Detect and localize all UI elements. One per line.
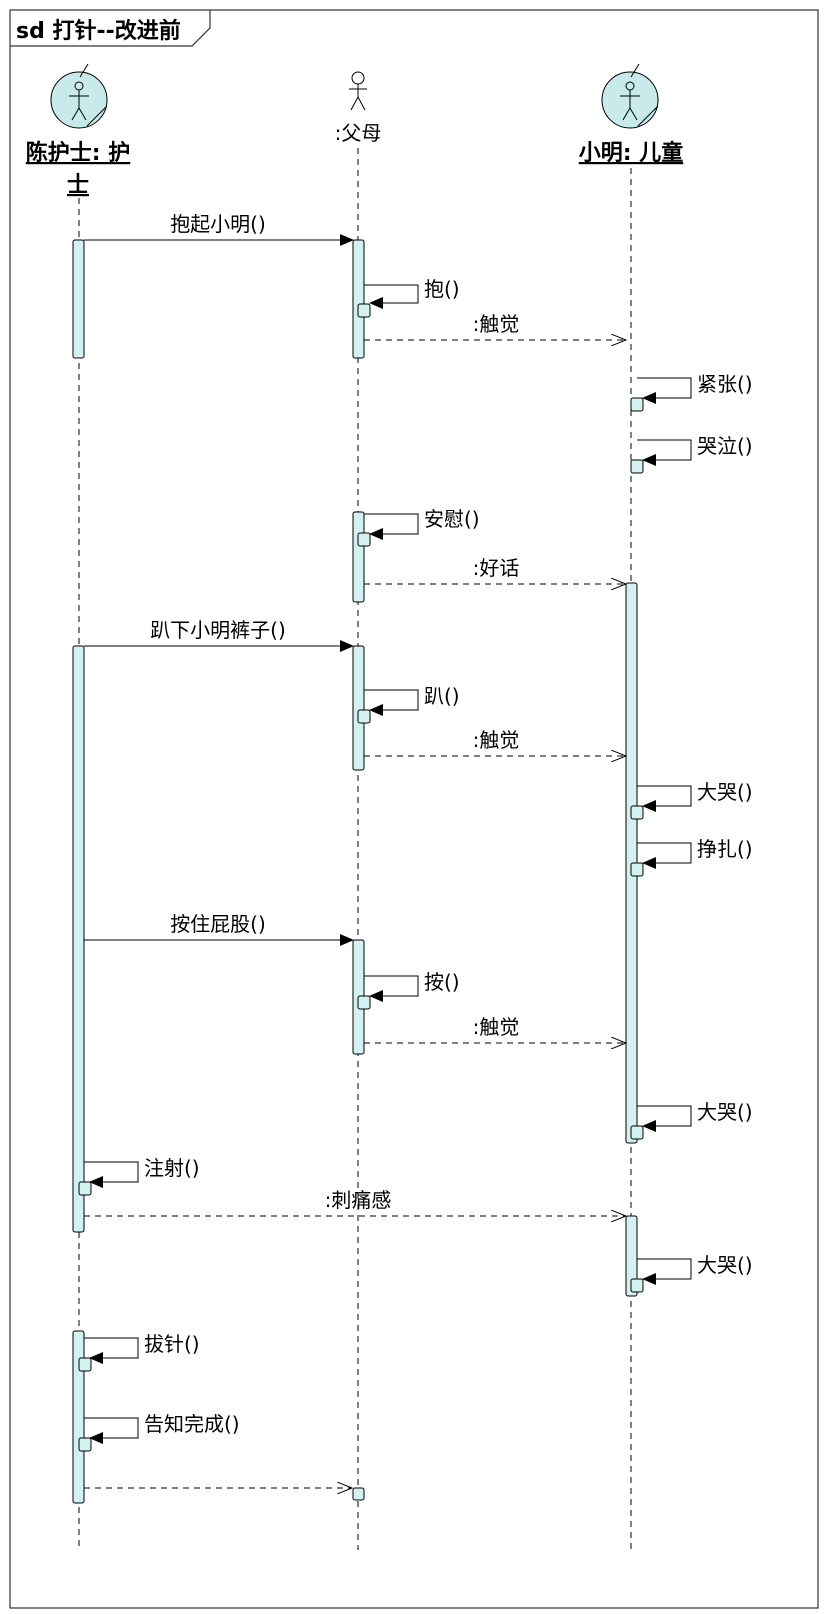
message-self: 告知完成() bbox=[78, 1412, 240, 1452]
message-async: :好话 bbox=[364, 556, 626, 584]
message-label: 大哭() bbox=[697, 1253, 753, 1277]
message-self: 注射() bbox=[78, 1156, 200, 1196]
activation-nurse-2 bbox=[72, 645, 85, 1233]
message-label: 按住屁股() bbox=[170, 912, 266, 936]
message-self: 大哭() bbox=[630, 780, 753, 820]
lifeline-label-nurse-line1: 陈护士: 护 bbox=[26, 140, 130, 166]
frame-border bbox=[9, 9, 819, 1609]
frame-title-tab bbox=[10, 10, 211, 47]
message-sync: 趴下小明裤子() bbox=[84, 618, 354, 652]
message-self: 哭泣() bbox=[630, 434, 753, 474]
activation-child-2 bbox=[625, 1215, 638, 1297]
messages: 抱起小明() 抱() :触觉 紧张() 哭泣() 安慰() bbox=[78, 212, 753, 1501]
business-worker-icon bbox=[601, 63, 659, 129]
message-self: 挣扎() bbox=[630, 837, 753, 877]
message-async: :刺痛感 bbox=[84, 1188, 626, 1216]
message-label: 抱起小明() bbox=[170, 212, 266, 236]
activation-parent-5 bbox=[352, 1487, 365, 1501]
activation-parent-2 bbox=[352, 511, 365, 603]
lifeline-label-child: 小明: 儿童 bbox=[579, 140, 683, 166]
message-async bbox=[84, 1487, 365, 1501]
message-label: :触觉 bbox=[473, 728, 520, 752]
message-label: 安慰() bbox=[424, 507, 480, 531]
activation-nurse-3 bbox=[72, 1330, 85, 1504]
message-label: 按() bbox=[424, 970, 460, 994]
message-self: 大哭() bbox=[630, 1100, 753, 1140]
message-label: 大哭() bbox=[697, 1100, 753, 1124]
lifeline-label-nurse-line2: 士 bbox=[67, 173, 89, 198]
lifeline-head-child: 小明: 儿童 bbox=[579, 63, 683, 166]
message-label: 抱() bbox=[424, 277, 460, 301]
message-label: 挣扎() bbox=[697, 837, 753, 861]
message-async: :触觉 bbox=[364, 312, 626, 340]
message-async: :触觉 bbox=[364, 728, 626, 756]
message-label: 哭泣() bbox=[697, 434, 753, 458]
message-label: :刺痛感 bbox=[325, 1188, 392, 1212]
lifeline-label-parent: :父母 bbox=[335, 121, 382, 145]
lifeline-head-parent: :父母 bbox=[335, 71, 382, 145]
message-label: 趴() bbox=[424, 684, 460, 708]
frame-title: sd 打针--改进前 bbox=[16, 18, 181, 44]
message-sync: 抱起小明() bbox=[84, 212, 354, 246]
message-label: 拔针() bbox=[144, 1332, 200, 1356]
message-label: 大哭() bbox=[697, 780, 753, 804]
message-sync: 按住屁股() bbox=[84, 912, 354, 946]
message-self: 紧张() bbox=[630, 372, 753, 412]
business-worker-icon bbox=[50, 63, 108, 129]
lifeline-head-nurse: 陈护士: 护 士 bbox=[26, 63, 130, 198]
activation-bars bbox=[72, 239, 638, 1504]
message-self: 按() bbox=[357, 970, 460, 1010]
message-self: 安慰() bbox=[357, 507, 480, 547]
message-label: 紧张() bbox=[697, 372, 753, 396]
message-self: 趴() bbox=[357, 684, 460, 724]
message-self: 抱() bbox=[357, 277, 460, 318]
activation-parent-3 bbox=[352, 645, 365, 771]
message-label: :好话 bbox=[473, 556, 520, 580]
message-async: :触觉 bbox=[364, 1015, 626, 1043]
message-self: 拔针() bbox=[78, 1332, 200, 1372]
message-label: 注射() bbox=[144, 1156, 200, 1180]
message-self: 大哭() bbox=[630, 1253, 753, 1293]
message-label: 趴下小明裤子() bbox=[150, 618, 286, 642]
activation-nurse-1 bbox=[72, 239, 85, 359]
message-label: :触觉 bbox=[473, 312, 520, 336]
message-label: 告知完成() bbox=[144, 1412, 240, 1436]
actor-icon bbox=[349, 71, 367, 111]
message-label: :触觉 bbox=[473, 1015, 520, 1039]
activation-parent-1 bbox=[352, 239, 365, 359]
